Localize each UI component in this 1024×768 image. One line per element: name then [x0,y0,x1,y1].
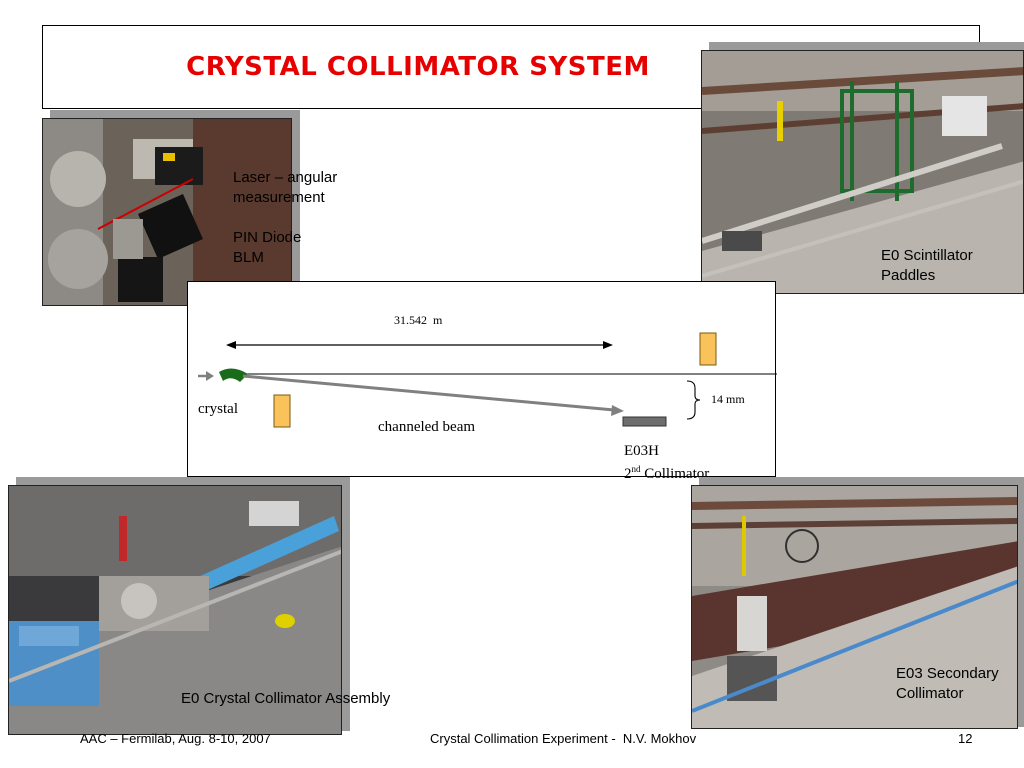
incoming-beam-head [206,371,214,381]
paddle-left [273,394,291,428]
collimator-word: Collimator [640,466,710,482]
collimator-block [622,416,667,427]
collimation-diagram: 31.542 m 14 mm crystal channeled beam E0… [187,281,777,482]
photo-scintillator [701,50,1024,294]
collimator-ordinal: 2 [624,466,632,482]
offset-label: 14 mm [711,392,745,406]
photo-laser-setup [42,118,292,306]
page-number: 12 [958,731,973,746]
diagram-drawing [198,332,777,428]
pin-diode-caption: PIN Diode BLM [233,228,301,268]
distance-arrow-left-head [226,341,236,349]
laser-caption-line2: measurement [233,189,325,206]
channeled-beam-label: channeled beam [378,419,476,435]
scintillator-caption-line1: E0 Scintillator [881,247,973,264]
secondary-collimator-picture [692,486,1017,728]
laser-setup-picture [43,119,291,305]
crystal-label: crystal [198,401,238,417]
crystal-shape [219,368,248,382]
channeled-beam-line [242,374,615,412]
photo-secondary-collimator [691,485,1018,729]
laser-caption-line1: Laser – angular [233,169,338,186]
distance-arrow-right-head [603,341,613,349]
pin-diode-caption-line1: PIN Diode [233,229,302,246]
pin-diode-caption-line2: BLM [233,249,264,266]
collimator-name: E03H [624,443,659,459]
footer-left: AAC – Fermilab, Aug. 8-10, 2007 [80,731,271,746]
collimator-label: E03H 2nd Collimator [624,442,709,483]
scintillator-caption-line2: Paddles [881,267,936,284]
secondary-collimator-caption-line2: Collimator [896,685,964,702]
crystal-assembly-picture [9,486,341,734]
secondary-collimator-caption: E03 Secondary Collimator [896,664,999,704]
collimator-ordinal-suffix: nd [631,464,641,474]
secondary-collimator-caption-line1: E03 Secondary [896,665,999,682]
distance-label: 31.542 m [394,313,443,327]
scintillator-picture [702,51,1023,293]
channeled-beam-head [611,405,624,416]
crystal-assembly-caption: E0 Crystal Collimator Assembly [181,690,391,707]
collimator-description: 2nd Collimator [624,460,709,483]
offset-brace [686,380,701,420]
photo-crystal-assembly [8,485,342,735]
laser-caption: Laser – angular measurement [233,168,337,208]
footer-center: Crystal Collimation Experiment - N.V. Mo… [430,731,697,746]
slide-title: CRYSTAL COLLIMATOR SYSTEM [186,52,650,82]
paddle-right [699,332,717,366]
scintillator-caption: E0 Scintillator Paddles [881,246,973,286]
